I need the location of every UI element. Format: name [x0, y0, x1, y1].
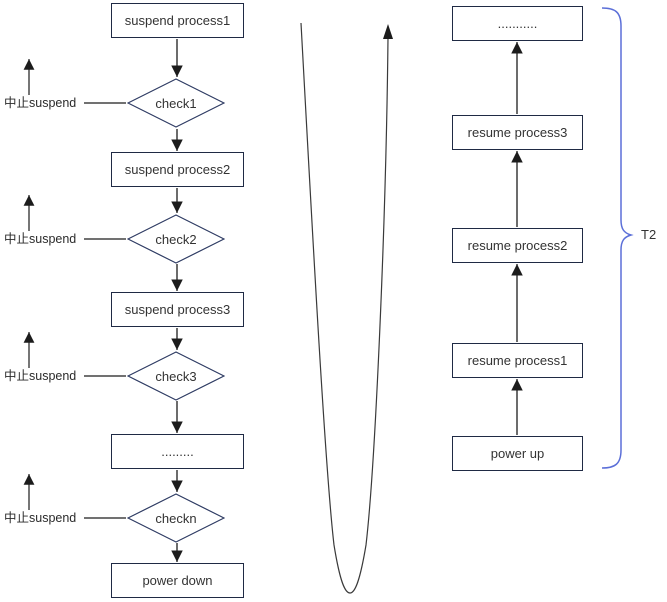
suspend-process2-box: suspend process2 [111, 152, 244, 187]
suspend-resume-curve [300, 22, 393, 594]
suspend-process3-label: suspend process3 [124, 302, 231, 317]
resume-ellipsis-box: ........... [452, 6, 583, 41]
power-down-box: power down [111, 563, 244, 598]
check2-label: check2 [155, 231, 197, 247]
check1-label: check1 [155, 95, 197, 111]
abort-suspend-label-2: 中止suspend [4, 232, 77, 246]
checkn-label: checkn [155, 510, 197, 526]
check3-label: check3 [155, 368, 197, 384]
abort-suspend-label-1: 中止suspend [4, 96, 77, 110]
resume-ellipsis-label: ........... [497, 16, 538, 31]
suspend-process1-box: suspend process1 [111, 3, 244, 38]
check2-diamond: check2 [127, 214, 225, 264]
resume-process3-label: resume process3 [467, 125, 568, 140]
curve-arrowhead [383, 24, 393, 39]
abort-suspend-label-3: 中止suspend [4, 369, 77, 383]
resume-process1-label: resume process1 [467, 353, 568, 368]
resume-process1-box: resume process1 [452, 343, 583, 378]
resume-process2-label: resume process2 [467, 238, 568, 253]
suspend-process3-box: suspend process3 [111, 292, 244, 327]
checkn-diamond: checkn [127, 493, 225, 543]
suspend-process2-label: suspend process2 [124, 162, 231, 177]
suspend-ellipsis-label: ......... [161, 444, 194, 459]
abort-suspend-label-4: 中止suspend [4, 511, 77, 525]
power-down-label: power down [142, 573, 213, 588]
check3-diamond: check3 [127, 351, 225, 401]
suspend-ellipsis-box: ......... [111, 434, 244, 469]
t2-brace [601, 7, 634, 469]
power-up-box: power up [452, 436, 583, 471]
check1-diamond: check1 [127, 78, 225, 128]
power-up-label: power up [490, 446, 545, 461]
resume-process3-box: resume process3 [452, 115, 583, 150]
suspend-process1-label: suspend process1 [124, 13, 231, 28]
resume-process2-box: resume process2 [452, 228, 583, 263]
t2-label: T2 [641, 227, 657, 242]
